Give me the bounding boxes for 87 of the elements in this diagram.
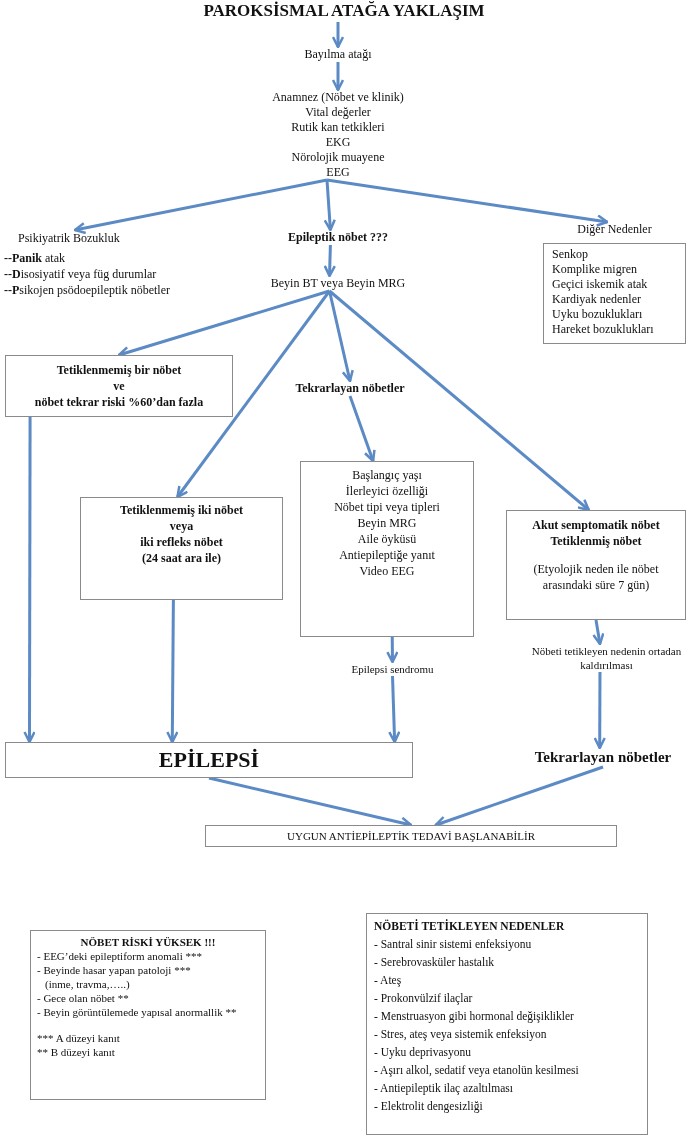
list-item: EKG: [324, 135, 352, 150]
list-item: Hareket bozuklukları: [552, 322, 655, 337]
box-text: (24 saat ara ile): [141, 550, 222, 566]
box-text: EPİLEPSİ: [157, 746, 261, 774]
list-item: Komplike migren: [552, 262, 638, 277]
box-text: - Aşırı alkol, sedatif veya etanolün kesilmesi: [374, 1063, 580, 1079]
box-text: Video EEG: [358, 563, 416, 579]
box-text: - EEG’deki epileptiform anomali ***: [37, 949, 203, 963]
process-box: [205, 825, 617, 847]
box-text: iki refleks nöbet: [139, 534, 224, 550]
arrow: [176, 290, 331, 499]
arrow: [23, 417, 36, 744]
list-item: Vital değerler: [304, 105, 372, 120]
box-text: - Stres, ateş veya sistemik enfeksiyon: [374, 1027, 548, 1043]
arrow: [592, 619, 605, 646]
node-label: Nöbeti tetikleyen nedenin ortadan kaldırılması: [530, 644, 683, 672]
box-text: Beyin MRG: [356, 515, 418, 531]
box-text: ve: [112, 378, 126, 394]
box-text: Tetiklenmemiş bir nöbet: [55, 362, 183, 378]
box-text: Aile öyküsü: [356, 531, 418, 547]
list-item: --Psikojen psödoepileptik nöbetler: [4, 282, 171, 298]
box-text: ** B düzeyi kanıt: [37, 1045, 116, 1059]
box-text: - Gece olan nöbet **: [37, 991, 130, 1005]
box-text: - Ateş: [374, 973, 403, 989]
node-label: Epilepsi sendromu: [350, 662, 435, 676]
box-text: - Uyku deprivasyonu: [374, 1045, 473, 1061]
node-label: Bayılma atağı: [303, 47, 373, 62]
box-text: Antiepileptiğe yanıt: [338, 547, 436, 563]
list-item: Rutik kan tetkikleri: [290, 120, 386, 135]
box-text: - Beyin görüntülemede yapısal anormallik **: [37, 1005, 238, 1019]
box-heading: Tetiklenmiş nöbet: [549, 533, 643, 549]
box-text: - Antiepileptik ilaç azaltılması: [374, 1081, 514, 1097]
arrow: [166, 600, 179, 744]
node-label: Anamnez (Nöbet ve klinik): [271, 90, 405, 105]
list-item: Kardiyak nedenler: [552, 292, 642, 307]
arrow: [386, 637, 399, 664]
arrow: [331, 22, 345, 49]
box-text: - Menstruasyon gibi hormonal değişiklikler: [374, 1009, 575, 1025]
box-text: *** A düzeyi kanıt: [37, 1031, 121, 1045]
process-box: [300, 461, 474, 637]
box-text: (Etyolojik neden ile nöbet arasındaki süre 7 gün): [532, 561, 660, 593]
arrow: [348, 395, 376, 463]
process-box: [506, 510, 686, 620]
arrow: [331, 62, 345, 92]
list-item: Uyku bozuklukları: [552, 307, 644, 322]
arrow: [328, 289, 591, 512]
list-item: --Disosiyatif veya füg durumlar: [4, 266, 158, 282]
box-text: Nöbet tipi veya tipleri: [333, 499, 441, 515]
box-text: nöbet tekrar riski %60’dan fazla: [33, 394, 205, 410]
list-item: EEG: [325, 165, 351, 180]
box-heading: NÖBET RİSKİ YÜKSEK !!!: [79, 935, 217, 949]
node-label: Tekrarlayan nöbetler: [533, 748, 673, 767]
arrow: [323, 244, 337, 278]
box-text: Tetiklenmemiş iki nöbet: [119, 502, 244, 518]
process-box: [80, 497, 283, 600]
arrow: [73, 178, 328, 235]
arrow: [593, 672, 606, 750]
box-heading: Akut semptomatik nöbet: [531, 517, 661, 533]
box-text: Başlangıç yaşı: [351, 467, 423, 483]
node-label: Psikiyatrik Bozukluk: [17, 230, 121, 246]
process-box: [5, 355, 233, 417]
box-text: (inme, travma,…..): [44, 977, 131, 991]
arrow: [388, 675, 401, 744]
list-item: --Panik atak: [4, 250, 66, 266]
process-box: [30, 930, 266, 1100]
node-label: Tekrarlayan nöbetler: [294, 381, 406, 396]
list-item: Senkop: [552, 247, 589, 262]
node-label: Beyin BT veya Beyin MRG: [269, 276, 407, 291]
process-box: [5, 742, 413, 778]
box-text: - Elektrolit dengesizliği: [374, 1099, 484, 1115]
box-text: İlerleyici özelliği: [344, 483, 430, 499]
list-item: Nörolojik muayene: [290, 150, 386, 165]
box-text: - Serebrovasküler hastalık: [374, 955, 496, 970]
box-text: - Beyinde hasar yapan patoloji ***: [37, 963, 192, 977]
diagram-title: PAROKSİSMAL ATAĞA YAKLAŞIM: [202, 0, 486, 22]
arrow: [323, 179, 336, 232]
list-item: Geçici iskemik atak: [552, 277, 649, 292]
arrow: [328, 290, 354, 383]
box-text: UYGUN ANTİEPİLEPTİK TEDAVİ BAŞLANABİLİR: [286, 829, 536, 844]
box-heading: NÖBETİ TETİKLEYEN NEDENLER: [374, 918, 566, 934]
box-text: veya: [168, 518, 195, 534]
node-label: Epileptik nöbet ???: [287, 230, 389, 245]
category-heading: Diğer Nedenler: [576, 222, 653, 237]
process-box: [366, 913, 648, 1135]
box-text: - Santral sinir sistemi enfeksiyonu: [374, 937, 533, 953]
box-text: - Prokonvülzif ilaçlar: [374, 991, 474, 1007]
arrow: [326, 178, 609, 227]
